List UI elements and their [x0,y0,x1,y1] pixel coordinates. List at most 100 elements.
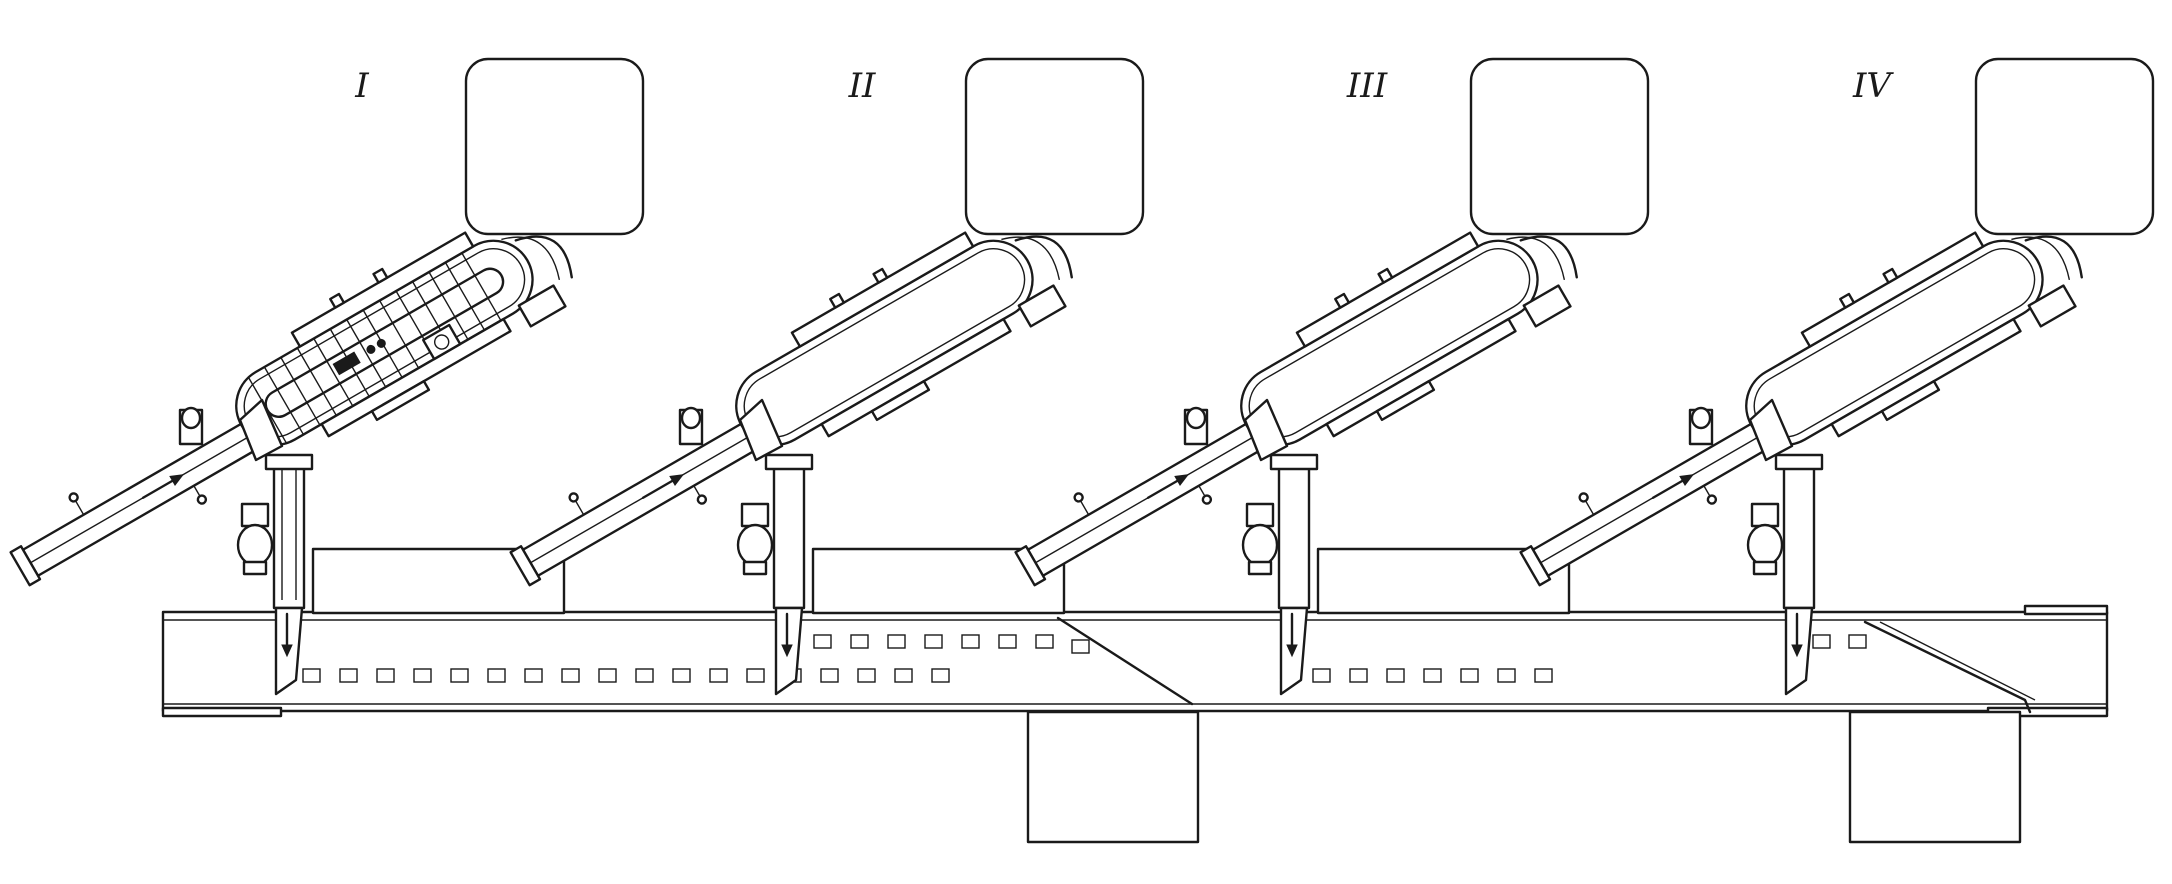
workpiece-block [635,668,654,683]
feeder-chute [9,421,261,587]
workpiece-block [487,668,506,683]
drop-column [1277,456,1311,610]
chute-inner [30,434,252,564]
hopper-funnel [238,398,284,462]
segment-line [296,347,337,416]
cylinder-cap [1690,406,1712,430]
workpiece-block [598,668,617,683]
drop-arrow-icon [1286,644,1298,658]
workpiece-block [339,668,358,683]
loop-clamp [329,292,346,309]
station-IV [1519,57,2155,696]
workpiece-block [1386,668,1405,683]
flow-arrow-shaft [641,476,679,499]
workpiece-block [450,668,469,683]
loop-motor [1017,284,1067,328]
drop-column [772,456,806,610]
hopper-funnel [1243,398,1289,462]
column-collar [1269,453,1319,471]
conveyor-beam [161,610,2109,713]
drive-motor [736,523,774,567]
flow-arrow-icon [1174,474,1190,486]
chute-inner [530,434,752,564]
segment-line [313,338,354,407]
workpiece-block [1497,668,1516,683]
loop-return-duct [1506,236,1566,280]
transfer-guide [1056,616,1194,706]
loop-bracket [870,379,931,422]
feeder-chute [509,421,761,587]
loop-clamp [872,267,889,284]
workpiece-block [998,634,1017,649]
drop-arrow-icon [1791,644,1803,658]
workpiece-block [672,668,691,683]
workpiece-block [1848,634,1867,649]
drop-arrow-icon [281,644,293,658]
transfer-guide [1879,621,2036,701]
cylinder-cap [680,406,702,430]
flow-arrow-icon [1679,474,1695,486]
station-label-IV: IV [1852,66,1894,106]
flow-arrow-icon [669,474,685,486]
flow-arrow-icon [169,474,185,486]
loop-bracket [1880,379,1941,422]
conveyor-layer [161,604,2109,844]
segment-line [379,300,420,369]
motor-head [1750,502,1780,528]
workpiece-block [1349,668,1368,683]
segment-line [444,262,486,331]
workpiece-block [524,668,543,683]
motor-head [240,502,270,528]
workpiece-block [961,634,980,649]
segment-line [263,366,305,435]
motor-head [1245,502,1275,528]
loop-return-duct [1001,236,1061,280]
station-label-III: III [1346,66,1388,106]
drop-column [1782,456,1816,610]
workpiece-block [561,668,580,683]
station-label-I: I [354,66,369,106]
chute-inner [1035,434,1257,564]
workpiece-block [894,668,913,683]
beam-foot-left [161,706,283,718]
workpiece-block [376,668,395,683]
motor-base [1247,560,1273,576]
chute-end [1014,545,1047,587]
loop-clamp [1334,292,1351,309]
cylinder-cap [180,406,202,430]
workpiece-block [931,668,950,683]
drop-column [272,456,306,610]
loop-clamp [372,267,389,284]
chute-lever [1584,499,1595,516]
chute-lever [1079,499,1090,516]
chute-knob [696,494,708,505]
feeder-chute [1519,421,1771,587]
chute-knob [1201,494,1213,505]
segment-line [428,271,469,340]
loop-return-duct [2011,236,2071,280]
workpiece-block [1312,668,1331,683]
workpiece-block [709,668,728,683]
flow-arrow-shaft [141,476,179,499]
station-layer [9,57,2155,696]
station-label-II: II [848,66,876,106]
chute-end [1519,545,1552,587]
workpiece-block [1423,668,1442,683]
transfer-guide [1863,620,2032,714]
beam-cap-right [2023,604,2109,616]
column-collar [1774,453,1824,471]
loop-clamp [829,292,846,309]
workpiece-block [924,634,943,649]
motor-head [740,502,770,528]
workpiece-block [850,634,869,649]
control-knob [366,344,376,354]
workpiece-block [413,668,432,683]
chute-knob [1073,492,1084,503]
motor-base [242,560,268,576]
hopper-funnel [738,398,784,462]
station-II [509,57,1145,696]
segment-line [280,357,321,426]
workpiece-block [857,668,876,683]
